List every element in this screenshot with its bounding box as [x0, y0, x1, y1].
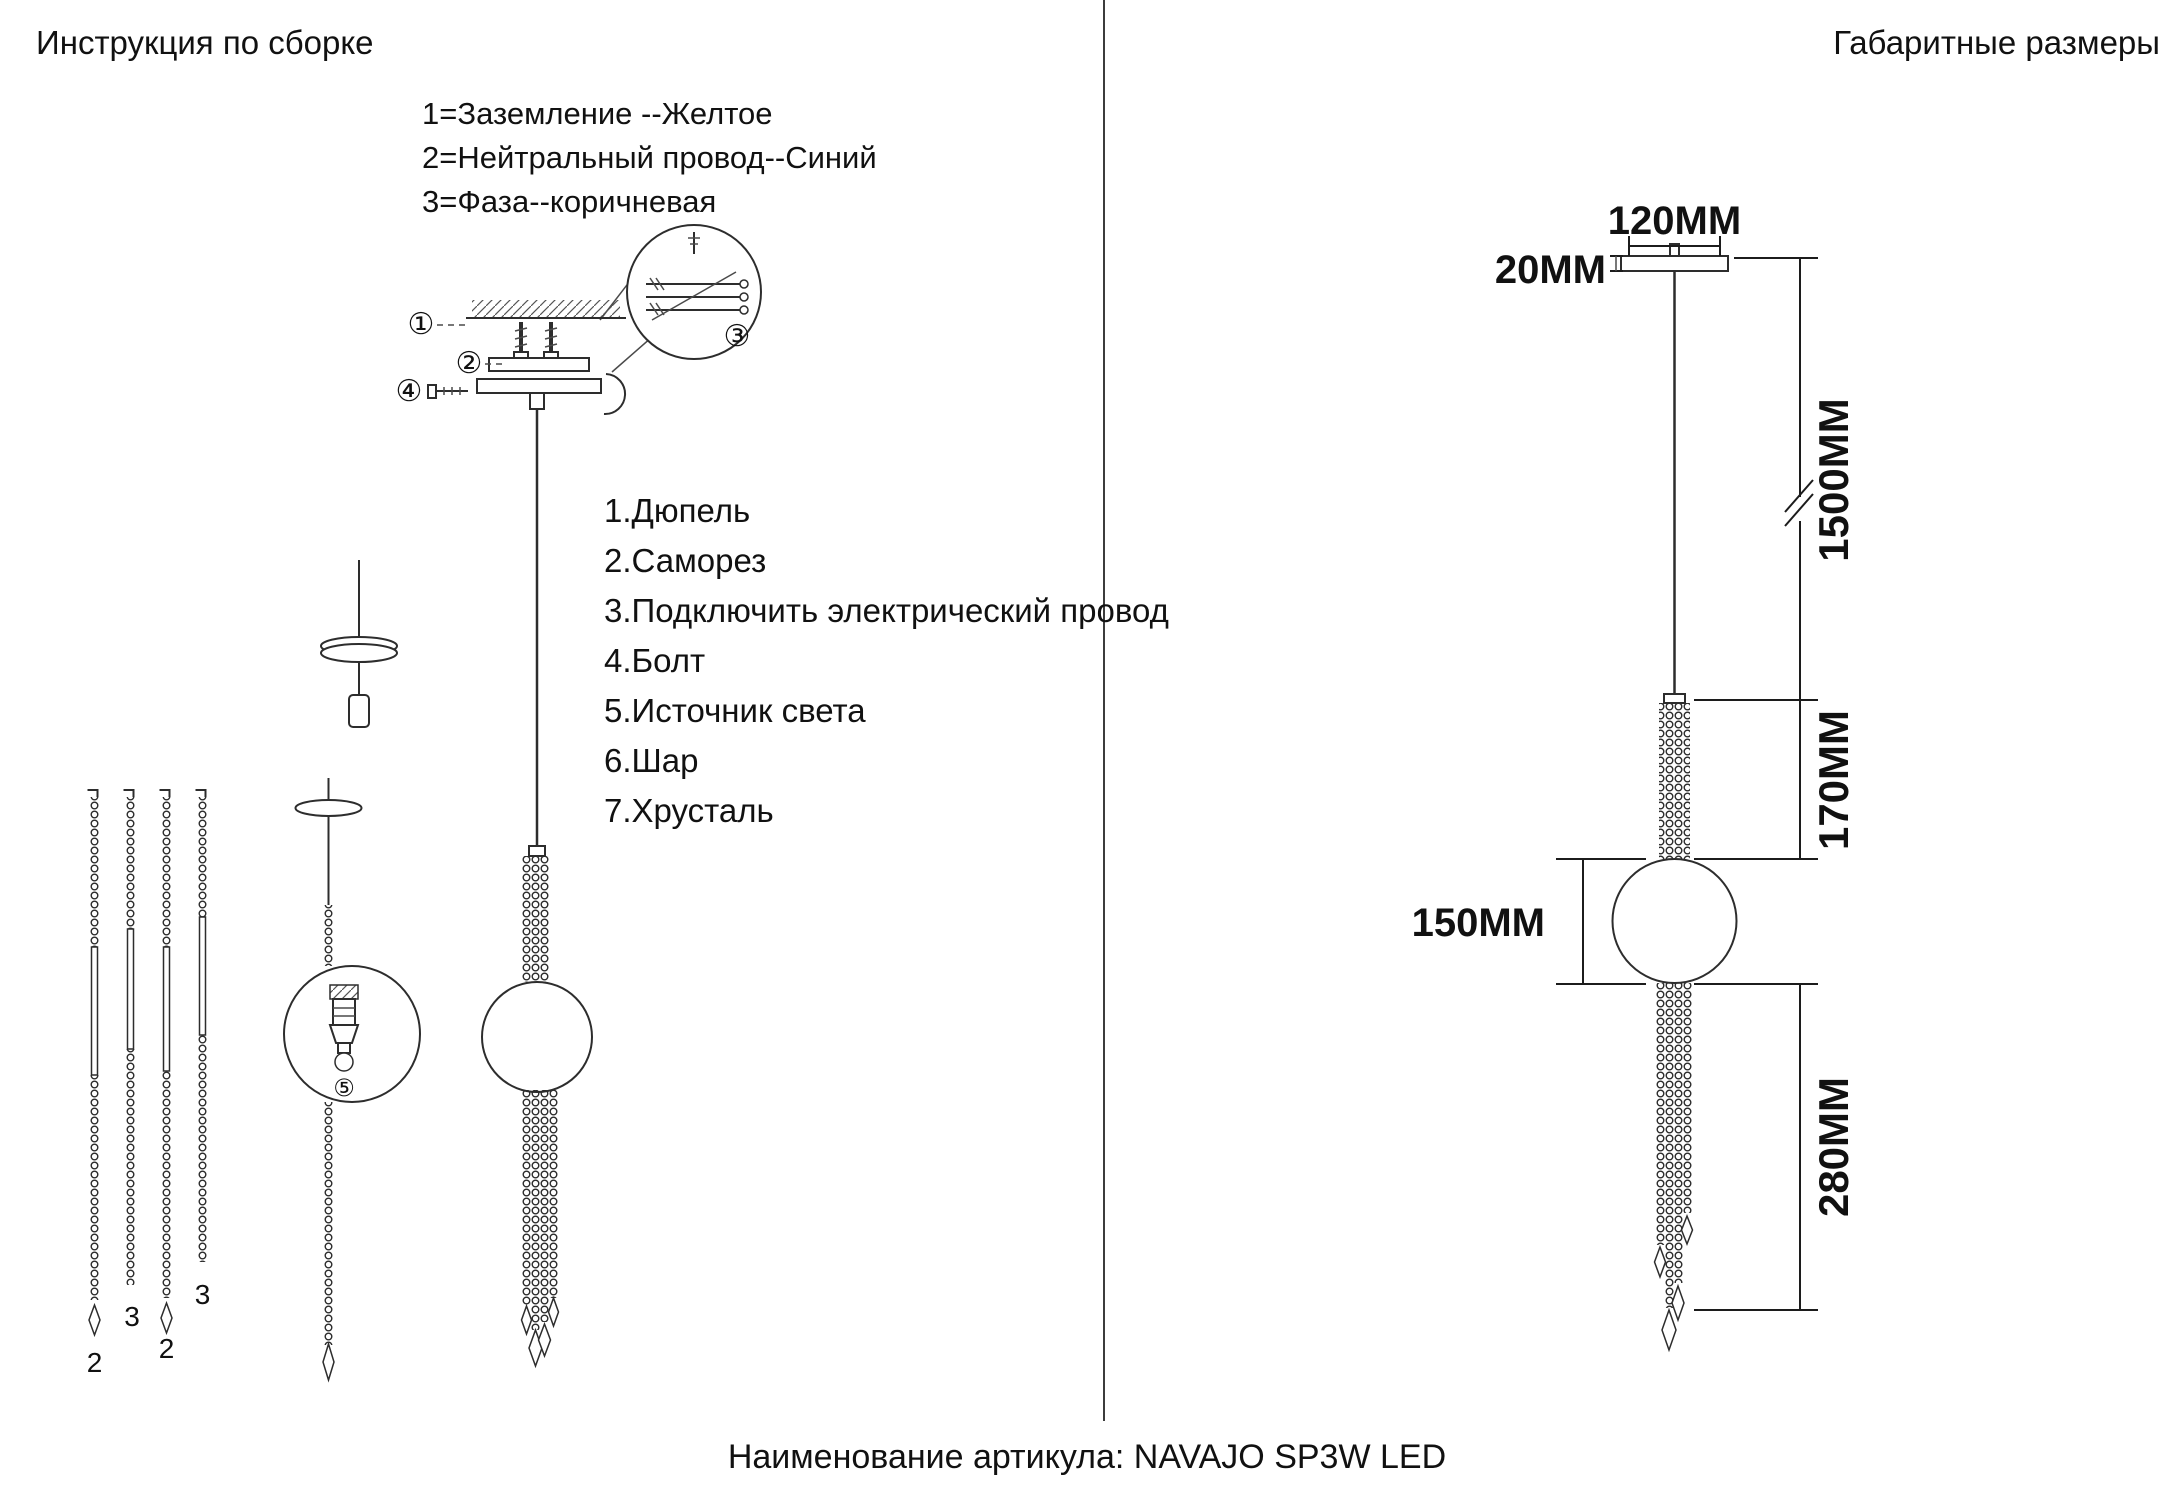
dimensions-title: Габаритные размеры: [1833, 24, 2160, 61]
dim-label-120mm: 120MM: [1608, 199, 1741, 243]
callout-1: ①: [408, 308, 435, 341]
lower-disc: [294, 799, 363, 817]
bolt-drawing: [427, 384, 468, 399]
bead-strand: 3: [123, 789, 140, 1332]
parts-list-item: 2.Саморез: [604, 542, 767, 579]
callout-5: ⑤: [333, 1075, 355, 1102]
callout-4: ④: [396, 375, 423, 408]
crystal-pendant: [1680, 1213, 1694, 1247]
parts-list: 1.Дюпель 2.Саморез 3.Подключить электрич…: [604, 486, 1169, 836]
dim-label-170mm: 170MM: [1810, 710, 1857, 850]
strand-cap: [528, 845, 546, 857]
parts-list-item: 1.Дюпель: [604, 492, 751, 529]
detail-circle: [626, 224, 762, 360]
crystal-tassel: [520, 1090, 560, 1369]
crystal-column: [1659, 703, 1690, 859]
bead-chain: [324, 905, 333, 966]
bead-strand: 2: [159, 789, 175, 1364]
crystal-column: [522, 856, 549, 982]
parts-list-item: 4.Болт: [604, 642, 706, 679]
canopy-hook: [603, 373, 627, 416]
ceiling-hatch: [472, 300, 620, 317]
bead-strand: 3: [195, 789, 211, 1310]
lamp-socket-drawing: [328, 984, 360, 1072]
callout-2: ②: [456, 347, 483, 380]
wire-lines: [646, 271, 749, 321]
strand-label: 2: [159, 1333, 175, 1364]
crystal-pendant: [537, 1321, 552, 1359]
wire-legend: 1=Заземление --Желтое 2=Нейтральный пров…: [422, 92, 877, 224]
assembly-title: Инструкция по сборке: [36, 24, 374, 61]
wire-legend-line-ground: 1=Заземление --Желтое: [422, 96, 773, 131]
wire-legend-line-neutral: 2=Нейтральный провод--Синий: [422, 140, 877, 175]
mounting-plate: [488, 357, 590, 372]
canopy: [476, 378, 602, 394]
screw-head: [513, 351, 529, 359]
cord-connector: [348, 694, 370, 728]
crystal-pendant: [547, 1295, 560, 1329]
dim-label-20mm: 20MM: [1495, 248, 1606, 292]
ceiling-plate: [1620, 255, 1729, 272]
glass-ball: [481, 981, 593, 1093]
bead-strands-drawing: 2 3 2 3: [87, 789, 211, 1378]
strand-label: 2: [87, 1347, 103, 1378]
crystal-pendant: [1653, 1244, 1667, 1280]
dimension-annotations: 120MM 20MM 1500MM 170MM: [1412, 199, 1857, 1311]
bead-strand: 2: [87, 789, 103, 1378]
crystal-pendant: [1671, 1283, 1685, 1323]
crystal-pendant: [322, 1341, 335, 1383]
parts-list-item: 5.Источник света: [604, 692, 866, 729]
assembled-lamp-drawing: [481, 409, 593, 1369]
parts-list-item: 3.Подключить электрический провод: [604, 592, 1169, 629]
crystal-pendant: [520, 1303, 533, 1337]
strand-label: 3: [195, 1279, 211, 1310]
strand-label: 3: [124, 1301, 140, 1332]
article-caption: Наименование артикула: NAVAJO SP3W LED: [727, 1438, 1447, 1476]
exploded-parts-drawing: ⑤: [283, 560, 421, 1383]
break-mark: [1784, 479, 1814, 513]
crystal-pendant: [1661, 1307, 1677, 1353]
bead-chain: [324, 1102, 333, 1345]
wiring-detail-circle: ③: [626, 224, 762, 360]
glass-ball: [1611, 858, 1738, 984]
callout-3: ③: [724, 320, 751, 353]
break-mark: [1784, 493, 1814, 527]
dim-label-1500mm: 1500MM: [1810, 398, 1857, 561]
panel-divider: [1103, 0, 1105, 1421]
crystal-tassel: [1653, 983, 1694, 1353]
dimension-lamp-drawing: [1611, 243, 1738, 1353]
parts-list-item: 6.Шар: [604, 742, 699, 779]
screw-head: [543, 351, 559, 359]
dim-label-280mm: 280MM: [1810, 1077, 1857, 1217]
light-source-bulb: [334, 1052, 354, 1072]
dim-label-150mm: 150MM: [1412, 901, 1545, 945]
strand-cap: [1663, 693, 1686, 704]
ceiling-mount-drawing: ① ② ④: [396, 267, 661, 416]
cord-grip: [529, 392, 545, 410]
parts-list-item: 7.Хрусталь: [604, 792, 774, 829]
wire-legend-line-phase: 3=Фаза--коричневая: [422, 184, 717, 219]
